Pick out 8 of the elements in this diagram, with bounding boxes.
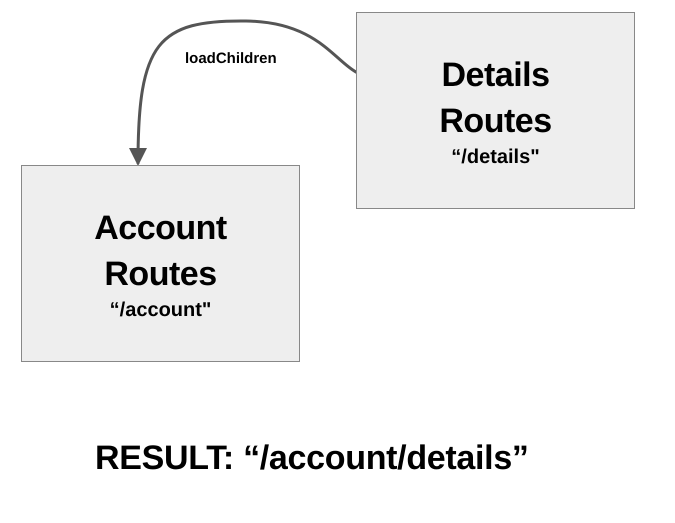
box-title: Account Routes (93, 208, 228, 294)
route-path: “/account" (110, 298, 212, 322)
route-path: “/details" (451, 144, 540, 170)
box-title: Details Routes (438, 54, 553, 142)
result-text: RESULT: “/account/details” (95, 438, 529, 479)
curved-arrow (129, 20, 358, 166)
process-box (356, 12, 635, 209)
process-box (21, 165, 300, 362)
